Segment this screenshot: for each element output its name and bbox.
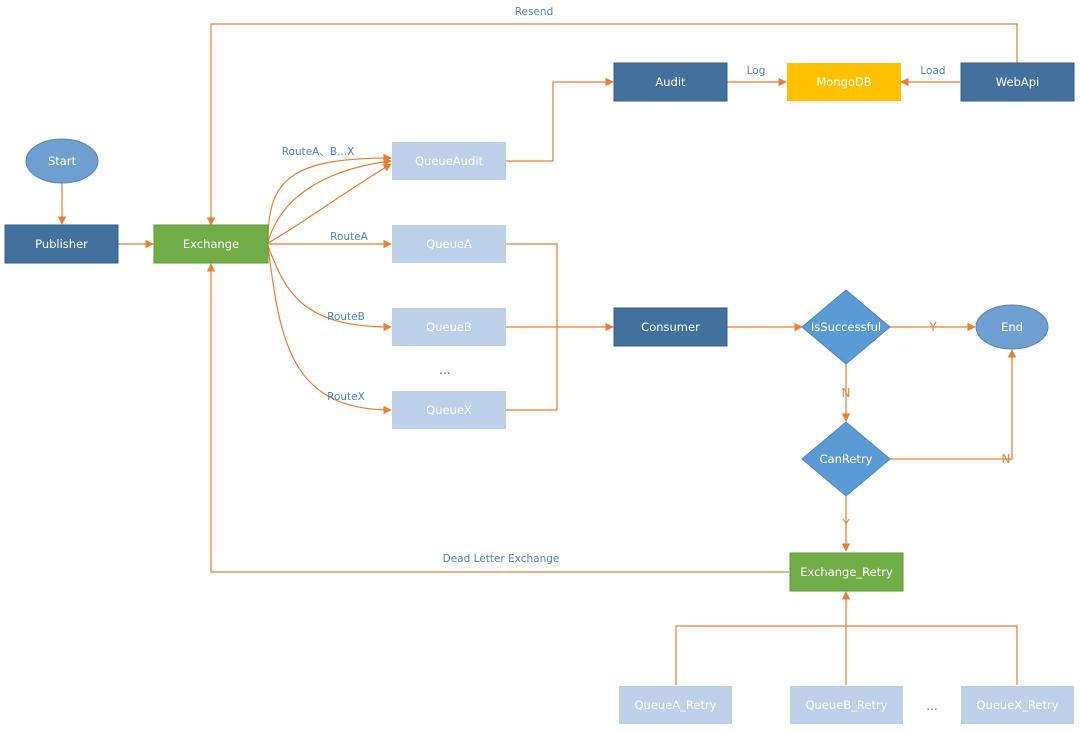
can-retry-decision: CanRetry — [801, 421, 891, 497]
queue-b-label: QueueB — [426, 320, 472, 334]
edge-queuea-consumer — [506, 243, 558, 327]
publisher-label: Publisher — [35, 237, 88, 251]
exchange-retry-node: Exchange_Retry — [789, 552, 904, 592]
edge-exchange-queueb — [267, 245, 392, 332]
edge-exchange-queueaudit-3 — [267, 163, 392, 244]
edge-queuearetry-exchangeretry — [675, 625, 846, 685]
edge-exchange-queuex — [267, 246, 392, 415]
end-label: End — [1001, 320, 1023, 334]
edge-exchangeretry-exchange-deadletter — [206, 263, 789, 573]
success-yes-label: Y — [928, 320, 937, 334]
route-b-label: RouteB — [327, 311, 365, 323]
queue-ellipsis: ... — [439, 363, 450, 377]
route-a-label: RouteA — [330, 231, 368, 243]
exchange-label: Exchange — [183, 237, 239, 251]
queue-a-label: QueueA — [426, 237, 472, 251]
edge-exchange-queueaudit-1 — [267, 153, 392, 242]
queue-audit-label: QueueAudit — [415, 154, 483, 168]
route-all-label: RouteA、B...X — [282, 146, 355, 158]
exchange-node: Exchange — [153, 224, 269, 264]
route-x-label: RouteX — [327, 391, 365, 403]
can-retry-label: CanRetry — [820, 452, 873, 466]
log-label: Log — [747, 65, 766, 77]
edges — [57, 23, 1018, 685]
webapi-label: WebApi — [996, 75, 1039, 89]
consumer-label: Consumer — [641, 320, 700, 334]
start-node: Start — [25, 138, 99, 184]
edge-canretry-end — [890, 349, 1017, 460]
end-node: End — [975, 304, 1049, 350]
mongodb-node: MongoDB — [787, 63, 901, 101]
queue-x-node: QueueX — [392, 391, 506, 429]
is-successful-label: IsSuccessful — [811, 320, 881, 334]
retry-yes-label: Y — [841, 517, 850, 531]
start-label: Start — [48, 154, 77, 168]
retry-no-label: N — [1002, 452, 1011, 466]
publisher-node: Publisher — [4, 224, 119, 264]
queue-x-label: QueueX — [426, 403, 472, 417]
audit-label: Audit — [655, 75, 686, 89]
dead-letter-label: Dead Letter Exchange — [443, 553, 560, 565]
queue-audit-node: QueueAudit — [392, 142, 506, 180]
queue-a-retry-node: QueueA_Retry — [619, 686, 732, 724]
success-no-label: N — [842, 386, 851, 400]
audit-node: Audit — [613, 62, 728, 102]
queue-a-retry-label: QueueA_Retry — [635, 698, 717, 712]
queue-b-retry-node: QueueB_Retry — [790, 686, 903, 724]
load-label: Load — [920, 65, 945, 77]
edge-queueaudit-audit — [506, 77, 614, 162]
retry-ellipsis: ... — [926, 699, 937, 713]
is-successful-decision: IsSuccessful — [801, 289, 891, 365]
queue-a-node: QueueA — [392, 225, 506, 263]
queue-b-node: QueueB — [392, 308, 506, 346]
edge-queuexretry-exchangeretry — [846, 625, 1018, 685]
exchange-retry-label: Exchange_Retry — [800, 565, 893, 579]
resend-label: Resend — [515, 6, 554, 18]
consumer-node: Consumer — [613, 307, 728, 347]
edge-exchange-queueaudit-2 — [267, 157, 392, 243]
mongodb-label: MongoDB — [816, 75, 871, 89]
webapi-node: WebApi — [960, 62, 1075, 102]
queue-b-retry-label: QueueB_Retry — [805, 698, 887, 712]
queue-x-retry-node: QueueX_Retry — [961, 686, 1074, 724]
edge-labels: Resend RouteA、B...X RouteA RouteB RouteX… — [282, 6, 1011, 565]
edge-queuex-consumer — [506, 327, 558, 411]
queue-x-retry-label: QueueX_Retry — [977, 698, 1059, 712]
edge-webapi-exchange-resend — [206, 23, 1018, 226]
nodes: Start Publisher Exchange QueueAudit Queu… — [4, 62, 1075, 724]
